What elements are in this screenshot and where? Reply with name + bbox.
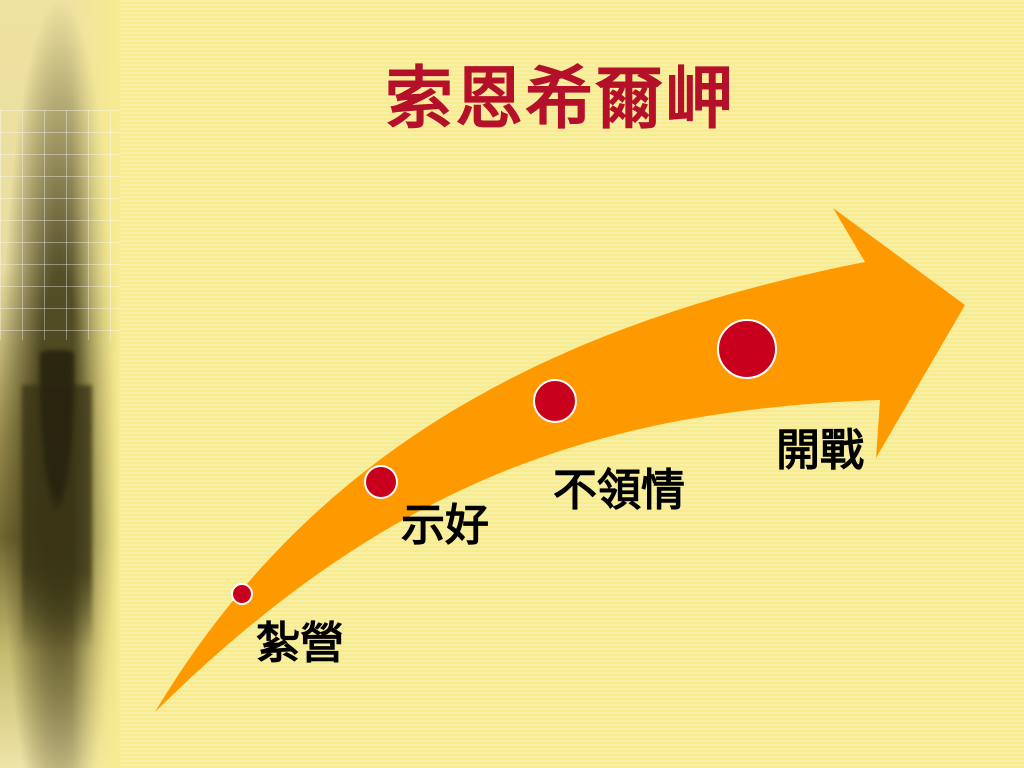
step-dot-3: [533, 379, 577, 423]
background-person-silhouette: [22, 350, 92, 650]
background-grid-pattern: [0, 110, 120, 340]
slide-title: 索恩希爾岬: [384, 60, 735, 139]
background-photo-strip: [0, 0, 120, 768]
step-dot-4: [717, 319, 777, 379]
step-dot-1: [231, 583, 253, 605]
step-label-4: 開戰: [776, 425, 864, 476]
step-label-1: 紮營: [256, 618, 344, 669]
step-dot-2: [364, 465, 398, 499]
step-label-2: 示好: [401, 500, 489, 551]
step-label-3: 不領情: [553, 465, 685, 516]
